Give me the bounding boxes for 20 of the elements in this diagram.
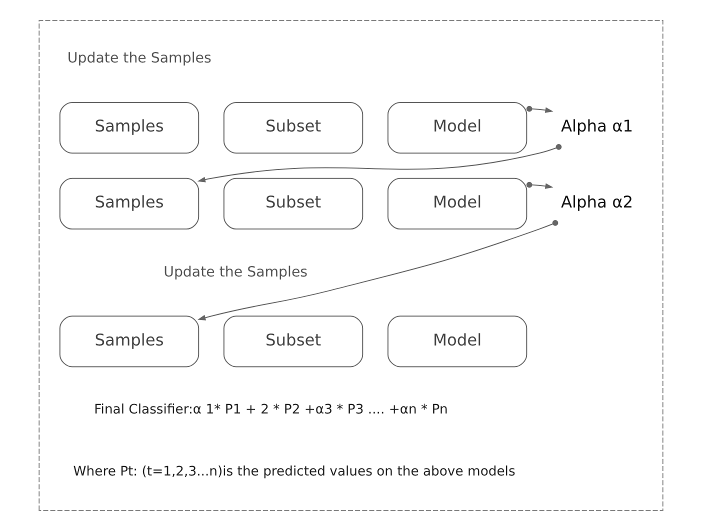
- node-box: Model: [387, 102, 528, 154]
- node-box: Subset: [223, 102, 364, 154]
- arrow: [526, 182, 554, 189]
- node-box: Samples: [59, 316, 200, 368]
- node-box: Model: [387, 316, 528, 368]
- label: Where Pt: (t=1,2,3...n)is the predicted values on the above models: [73, 464, 516, 480]
- node-text: Alpha α1: [560, 116, 634, 136]
- node-box: Model: [387, 178, 528, 230]
- label: Update the Samples: [164, 264, 308, 280]
- arrow: [197, 144, 562, 182]
- arrow: [197, 220, 558, 320]
- node-box: Samples: [59, 102, 200, 154]
- node-box: Samples: [59, 178, 200, 230]
- arrow: [526, 106, 554, 113]
- node-text: Alpha α2: [560, 192, 634, 212]
- label: Update the Samples: [67, 50, 212, 67]
- node-box: Subset: [223, 316, 364, 368]
- node-box: Subset: [223, 178, 364, 230]
- cluster: [38, 20, 664, 512]
- label: Final Classifier:α 1* P1 + 2 * P2 +α3 * P3 .... +αn * Pn: [94, 402, 448, 418]
